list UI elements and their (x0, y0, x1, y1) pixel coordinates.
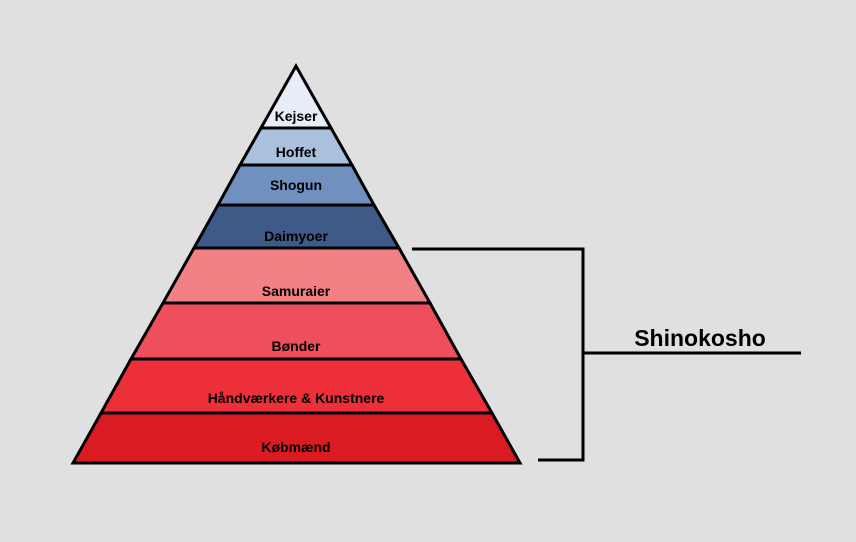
pyramid-bands (70, 62, 523, 465)
band-label-haandvaerkere: Håndværkere & Kunstnere (208, 390, 385, 406)
bracket-line (412, 247, 585, 462)
bracket-label-shinokosho: Shinokosho (634, 325, 766, 351)
band-label-shogun: Shogun (270, 177, 322, 193)
band-label-kejser: Kejser (275, 108, 318, 124)
pyramid-band-koebmaend (70, 411, 523, 465)
band-label-daimyoer: Daimyoer (264, 228, 328, 244)
group-bracket (412, 247, 801, 462)
band-label-samuraier: Samuraier (262, 283, 331, 299)
band-label-koebmaend: Købmænd (261, 439, 330, 455)
band-label-hoffet: Hoffet (276, 144, 317, 160)
band-label-boender: Bønder (272, 338, 322, 354)
pyramid-labels: Kejser Hoffet Shogun Daimyoer Samuraier … (208, 108, 385, 455)
